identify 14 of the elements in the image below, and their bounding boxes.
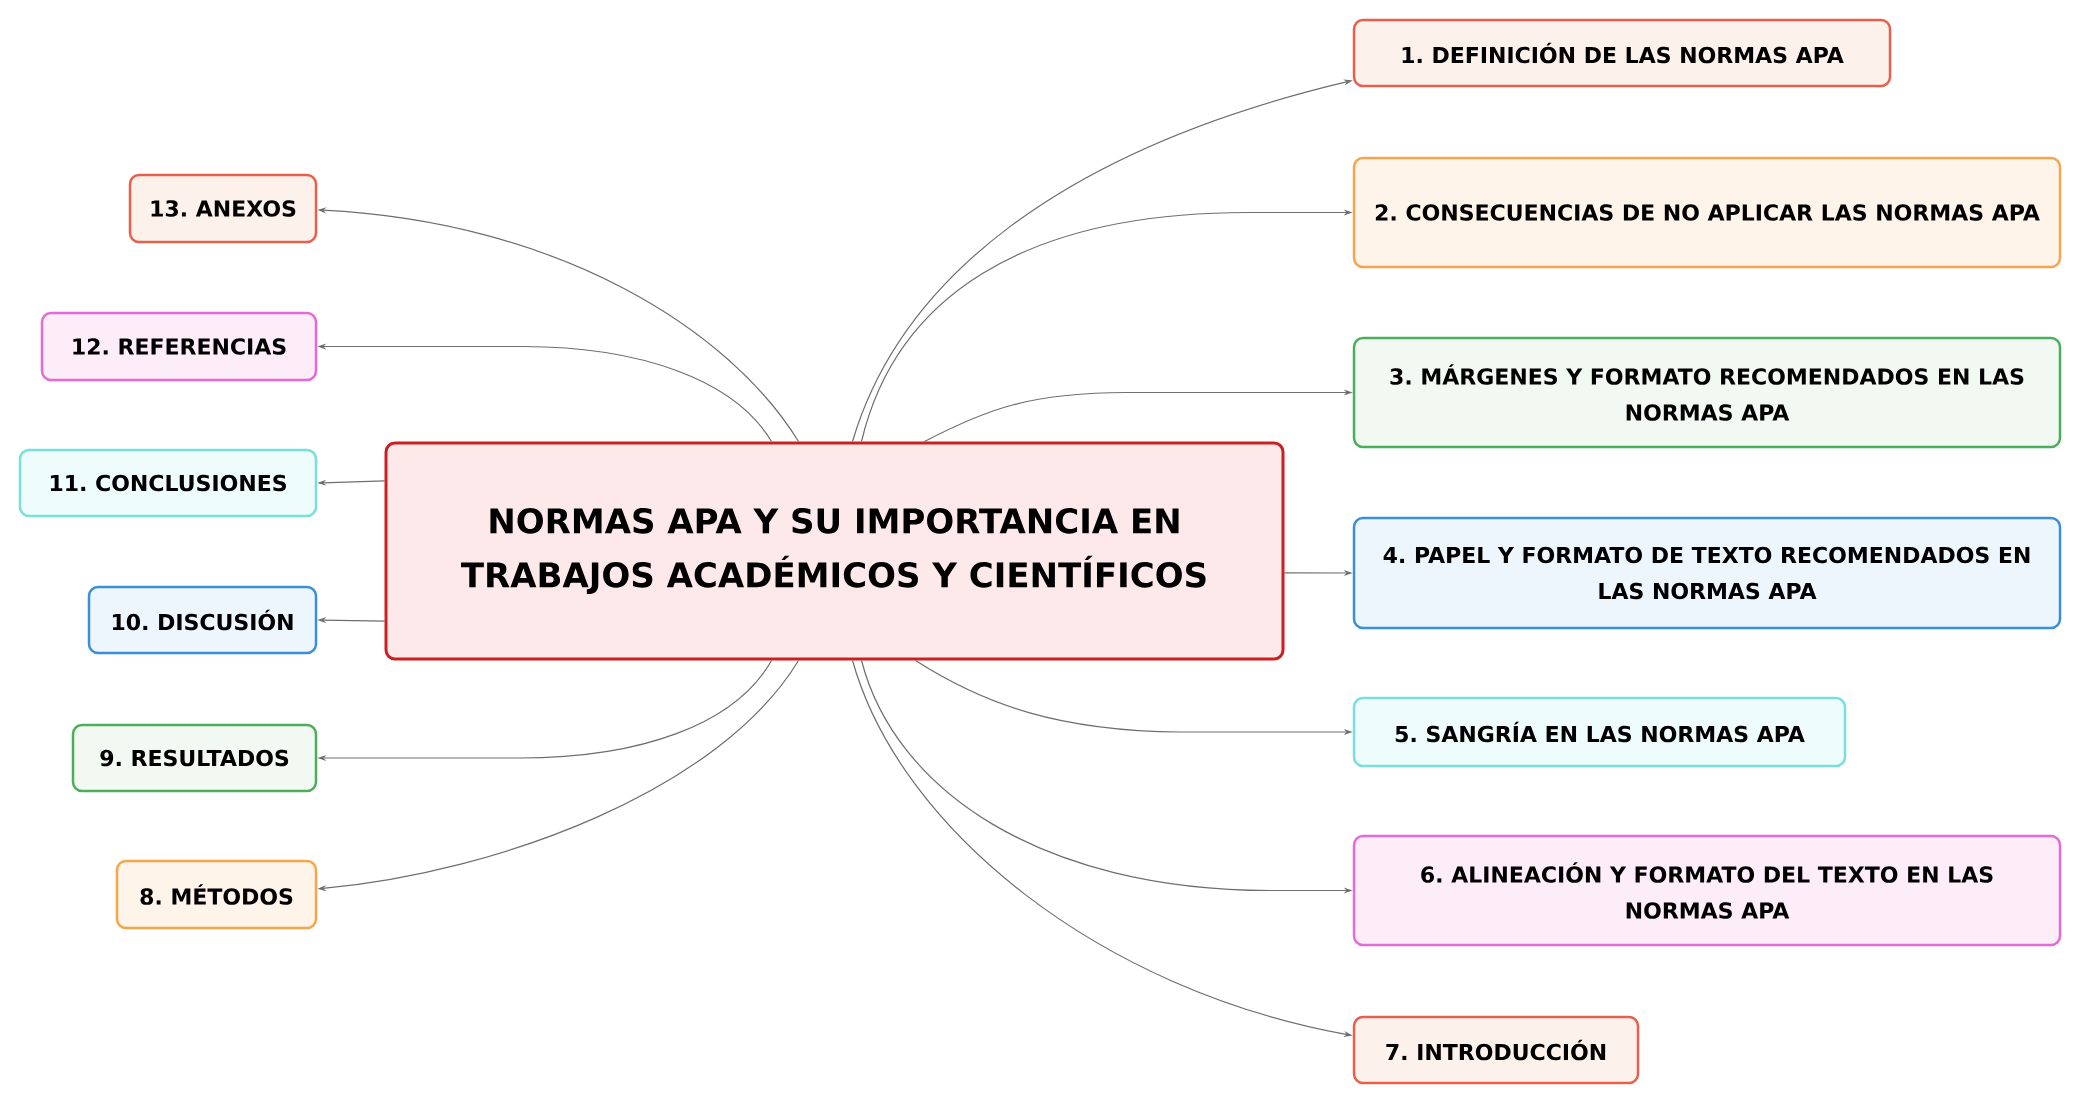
topic-box: 7. INTRODUCCIÓN (1352, 1015, 1640, 1085)
topic-box: 2. CONSECUENCIAS DE NO APLICAR LAS NORMAS APA (1352, 156, 2062, 269)
topic-box: 3. MÁRGENES Y FORMATO RECOMENDADOS EN LAS NORMAS APA (1352, 336, 2062, 449)
topic-box: 11. CONCLUSIONES (18, 448, 318, 518)
topic-box: 1. DEFINICIÓN DE LAS NORMAS APA (1352, 18, 1892, 88)
topic-box: 4. PAPEL Y FORMATO DE TEXTO RECOMENDADOS EN LAS NORMAS APA (1352, 516, 2062, 630)
topic-box: 9. RESULTADOS (71, 723, 318, 793)
topic-box: 12. REFERENCIAS (40, 311, 318, 382)
topic-box: 10. DISCUSIÓN (87, 585, 318, 655)
topic-box: 6. ALINEACIÓN Y FORMATO DEL TEXTO EN LAS NORMAS APA (1352, 834, 2062, 947)
topic-box: 5. SANGRÍA EN LAS NORMAS APA (1352, 696, 1847, 768)
topic-box: 13. ANEXOS (128, 173, 318, 244)
central-topic-box: NORMAS APA Y SU IMPORTANCIA EN TRABAJOS ACADÉMICOS Y CIENTÍFICOS (384, 441, 1285, 661)
topic-box: 8. MÉTODOS (115, 859, 318, 930)
